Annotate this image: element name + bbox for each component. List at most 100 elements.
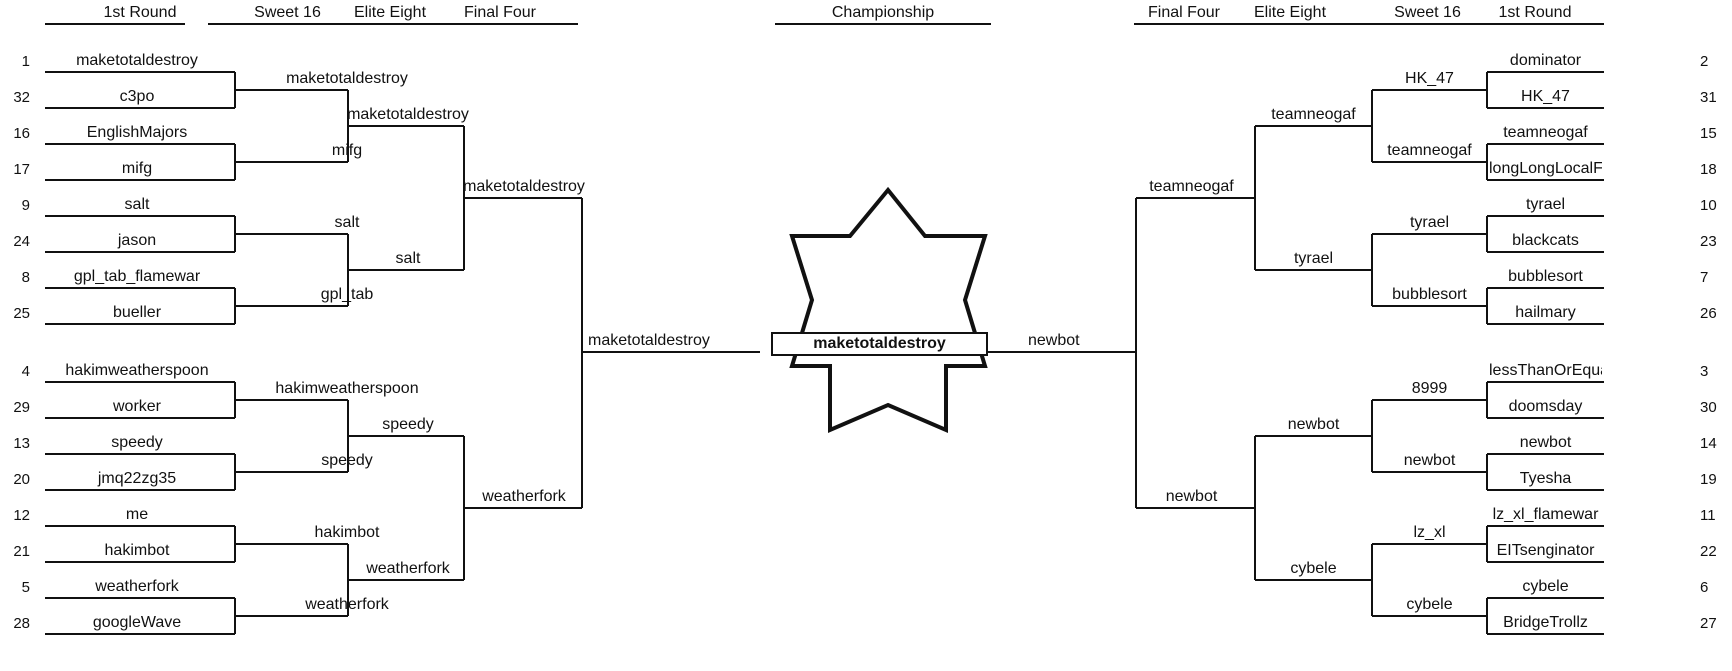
header-left-final4: Final Four <box>450 4 550 22</box>
right-r1-seed: 22 <box>1700 543 1726 561</box>
left-r1-team: bueller <box>37 304 237 322</box>
left-r2-team: weatherfork <box>227 596 467 614</box>
right-r1-team: lessThanOrEqualTo <box>1489 362 1602 380</box>
left-r4-team: maketotaldestroy <box>434 178 614 196</box>
header-right-sweet16: Sweet 16 <box>1380 4 1475 22</box>
left-r1-seed: 4 <box>4 363 30 381</box>
right-r1-seed: 26 <box>1700 305 1726 323</box>
left-r1-seed: 25 <box>4 305 30 323</box>
left-r3-team: maketotaldestroy <box>328 106 488 124</box>
right-r1-team: tyrael <box>1489 196 1602 214</box>
left-r3-team: weatherfork <box>328 560 488 578</box>
left-r2-team: maketotaldestroy <box>227 70 467 88</box>
left-r3-team: speedy <box>328 416 488 434</box>
right-r4-team: newbot <box>1132 488 1251 506</box>
right-r1-team: bubblesort <box>1489 268 1602 286</box>
right-r1-team: HK_47 <box>1489 88 1602 106</box>
left-r1-team: weatherfork <box>37 578 237 596</box>
right-r1-seed: 27 <box>1700 615 1726 633</box>
left-r1-team: salt <box>37 196 237 214</box>
right-r1-seed: 7 <box>1700 269 1726 287</box>
left-r1-team: googleWave <box>37 614 237 632</box>
right-r1-team: teamneogaf <box>1489 124 1602 142</box>
right-r4-team: teamneogaf <box>1132 178 1251 196</box>
right-r2-team: teamneogaf <box>1376 142 1483 160</box>
right-r3-team: cybele <box>1259 560 1368 578</box>
left-r3-team: salt <box>328 250 488 268</box>
left-r1-team: maketotaldestroy <box>37 52 237 70</box>
right-r2-team: bubblesort <box>1376 286 1483 304</box>
right-r1-seed: 6 <box>1700 579 1726 597</box>
left-finalist: maketotaldestroy <box>588 332 758 350</box>
left-r1-team: mifg <box>37 160 237 178</box>
left-r1-seed: 16 <box>4 125 30 143</box>
left-r1-seed: 24 <box>4 233 30 251</box>
right-r1-team: cybele <box>1489 578 1602 596</box>
left-r2-team: salt <box>227 214 467 232</box>
left-r1-seed: 20 <box>4 471 30 489</box>
left-r1-seed: 13 <box>4 435 30 453</box>
left-r4-team: weatherfork <box>434 488 614 506</box>
header-right-elite8: Elite Eight <box>1240 4 1340 22</box>
left-r1-team: gpl_tab_flamewar <box>37 268 237 286</box>
left-r1-seed: 12 <box>4 507 30 525</box>
left-r1-seed: 21 <box>4 543 30 561</box>
left-r1-seed: 1 <box>4 53 30 71</box>
right-r3-team: teamneogaf <box>1259 106 1368 124</box>
header-right-final4: Final Four <box>1134 4 1234 22</box>
champion-name: maketotaldestroy <box>772 335 987 353</box>
right-r2-team: 8999 <box>1376 380 1483 398</box>
right-r1-seed: 14 <box>1700 435 1726 453</box>
right-r1-seed: 30 <box>1700 399 1726 417</box>
right-r1-team: Tyesha <box>1489 470 1602 488</box>
right-r3-team: newbot <box>1259 416 1368 434</box>
left-r1-seed: 8 <box>4 269 30 287</box>
left-r2-team: mifg <box>227 142 467 160</box>
right-r3-team: tyrael <box>1259 250 1368 268</box>
right-r1-seed: 18 <box>1700 161 1726 179</box>
left-r1-seed: 5 <box>4 579 30 597</box>
right-r1-team: newbot <box>1489 434 1602 452</box>
left-r1-team: EnglishMajors <box>37 124 237 142</box>
left-r1-seed: 17 <box>4 161 30 179</box>
right-r2-team: newbot <box>1376 452 1483 470</box>
right-finalist: newbot <box>1028 332 1148 350</box>
right-r1-seed: 2 <box>1700 53 1726 71</box>
left-r1-team: me <box>37 506 237 524</box>
header-left-elite8: Elite Eight <box>340 4 440 22</box>
champion-star-icon <box>792 190 985 430</box>
right-r1-team: longLongLocalFE <box>1489 160 1602 178</box>
right-r1-seed: 11 <box>1700 507 1726 525</box>
header-right-first-round: 1st Round <box>1480 4 1590 22</box>
left-r1-team: jmq22zg35 <box>37 470 237 488</box>
header-left-first-round: 1st Round <box>70 4 210 22</box>
right-r1-team: BridgeTrollz <box>1489 614 1602 632</box>
header-left-sweet16: Sweet 16 <box>240 4 335 22</box>
right-r2-team: tyrael <box>1376 214 1483 232</box>
right-r1-seed: 3 <box>1700 363 1726 381</box>
left-r2-team: hakimweatherspoon <box>227 380 467 398</box>
right-r1-seed: 31 <box>1700 89 1726 107</box>
left-r1-team: hakimbot <box>37 542 237 560</box>
header-championship: Championship <box>775 4 991 22</box>
right-r2-team: HK_47 <box>1376 70 1483 88</box>
left-r2-team: hakimbot <box>227 524 467 542</box>
left-r1-seed: 32 <box>4 89 30 107</box>
right-r1-seed: 23 <box>1700 233 1726 251</box>
right-r1-seed: 15 <box>1700 125 1726 143</box>
right-r1-team: blackcats <box>1489 232 1602 250</box>
right-r1-team: hailmary <box>1489 304 1602 322</box>
right-r1-team: lz_xl_flamewar <box>1489 506 1602 524</box>
left-r1-seed: 28 <box>4 615 30 633</box>
right-r2-team: lz_xl <box>1376 524 1483 542</box>
right-r1-team: doomsday <box>1489 398 1602 416</box>
right-r2-team: cybele <box>1376 596 1483 614</box>
left-r1-seed: 9 <box>4 197 30 215</box>
right-r1-seed: 10 <box>1700 197 1726 215</box>
left-r1-seed: 29 <box>4 399 30 417</box>
left-r1-team: hakimweatherspoon <box>37 362 237 380</box>
left-r1-team: jason <box>37 232 237 250</box>
left-r1-team: worker <box>37 398 237 416</box>
left-r1-team: speedy <box>37 434 237 452</box>
